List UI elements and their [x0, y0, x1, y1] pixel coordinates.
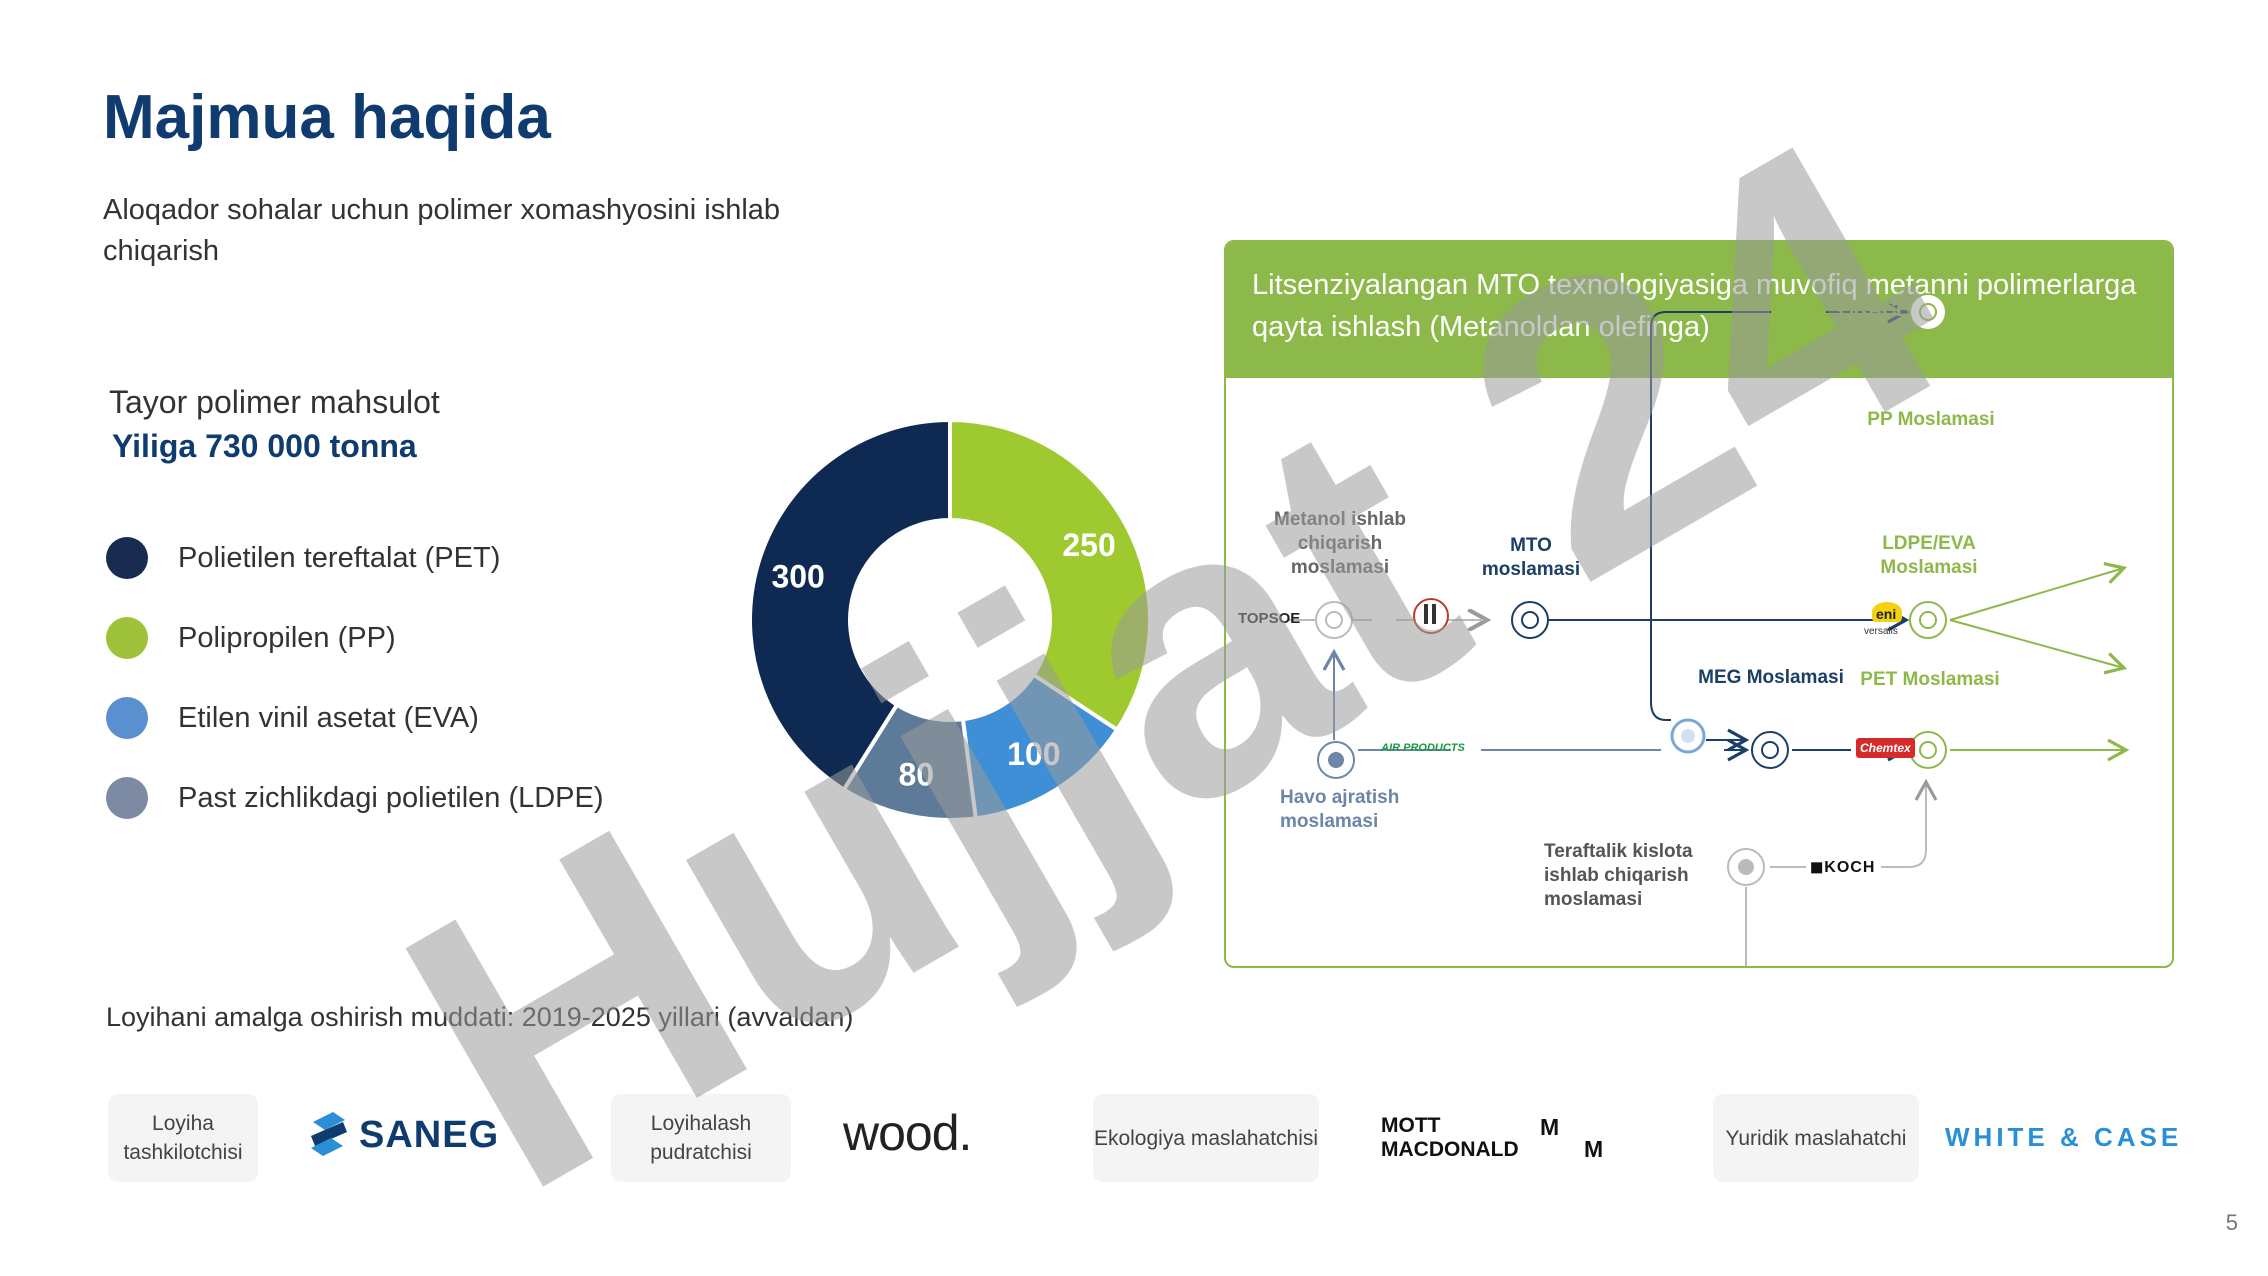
legend-dot-eva	[106, 697, 148, 739]
terephthalic-acid-unit-label: Teraftalik kislota ishlab chiqarish mosl…	[1544, 841, 1693, 910]
ldpe-eva-unit-label: LDPE/EVA Moslamasi	[1880, 533, 1978, 578]
role-box-legal-consultant: Yuridik maslahatchi	[1713, 1094, 1919, 1182]
production-label: Tayor polimer mahsulot	[109, 384, 440, 420]
saneg-logo-text: SANEG	[359, 1113, 500, 1156]
mott-macdonald-logo: MOTT MACDONALD	[1381, 1114, 1519, 1162]
mto-unit-label: MTO moslamasi	[1481, 535, 1581, 580]
role-box-organizer: Loyiha tashkilotchisi	[108, 1094, 258, 1182]
mott-macdonald-logo-line1: MOTT	[1381, 1114, 1441, 1137]
role-box-ecology-consultant: Ekologiya maslahatchisi	[1093, 1094, 1319, 1182]
donut-slice-pp	[948, 417, 1152, 733]
donut-chart: 250 100 80 300	[748, 417, 1152, 822]
meg-unit-label: MEG Moslamasi	[1698, 667, 1844, 688]
eni-logo-icon	[1872, 602, 1902, 622]
legend-label-pp: Polipropilen (PP)	[178, 621, 396, 654]
grace-logo: GRACE	[1838, 298, 1910, 321]
legend-dot-pp	[106, 617, 148, 659]
legend-item-eva: Etilen vinil asetat (EVA)	[106, 695, 479, 741]
methanol-unit-label: Metanol ishlab chiqarish moslamasi	[1274, 509, 1406, 578]
air-separation-unit-label: Havo ajratish moslamasi	[1280, 787, 1400, 832]
donut-slice-pet	[748, 417, 952, 793]
wood-logo: wood.	[843, 1105, 972, 1161]
eni-logo-text: eni	[1876, 606, 1897, 622]
legend-dot-ldpe	[106, 777, 148, 819]
saneg-logo-icon	[311, 1112, 347, 1156]
legend-item-pet: Polietilen tereftalat (PET)	[106, 535, 500, 581]
page-title: Majmua haqida	[103, 83, 551, 152]
pp-unit-label: PP Moslamasi	[1867, 409, 1995, 430]
legend-item-ldpe: Past zichlikdagi polietilen (LDPE)	[106, 775, 604, 821]
mott-macdonald-m-bottom: M	[1584, 1136, 1604, 1162]
flow-diagram-lines	[1288, 293, 2130, 966]
white-case-logo: WHITE & CASE	[1945, 1122, 2183, 1152]
page-subtitle: Aloqador sohalar uchun polimer xomashyos…	[103, 194, 781, 267]
mott-macdonald-logo-line2: MACDONALD	[1381, 1138, 1519, 1161]
chemtex-logo: Chemtex	[1856, 738, 1915, 758]
koch-logo: ◼KOCH	[1810, 857, 1875, 877]
legend-item-pp: Polipropilen (PP)	[106, 615, 396, 661]
project-timeline: Loyihani amalga oshirish muddati: 2019-2…	[106, 1002, 854, 1032]
legend-label-eva: Etilen vinil asetat (EVA)	[178, 701, 479, 734]
saneg-logo: SANEG	[305, 1110, 499, 1160]
donut-label-pp: 250	[1062, 527, 1115, 563]
air-products-logo: AIR PRODUCTS	[1381, 742, 1465, 754]
panel-header: Litsenziyalangan MTO texnologiyasiga muv…	[1226, 242, 2172, 378]
role-box-design-contractor: Loyihalash pudratchisi	[611, 1094, 791, 1182]
pet-unit-label: PET Moslamasi	[1860, 669, 2000, 690]
page-number: 5	[2225, 1210, 2238, 1235]
donut-label-pet: 300	[771, 558, 824, 594]
koch-logo-mark: ◼	[1810, 859, 1825, 876]
mott-macdonald-m-top: M	[1540, 1114, 1560, 1140]
versalis-logo-text: versalis	[1864, 626, 1898, 637]
process-flow-panel: Litsenziyalangan MTO texnologiyasiga muv…	[1224, 240, 2174, 968]
topsoe-logo: TOPSOE	[1238, 610, 1301, 627]
legend-label-ldpe: Past zichlikdagi polietilen (LDPE)	[178, 781, 604, 814]
legend-dot-pet	[106, 537, 148, 579]
panel-title: Litsenziyalangan MTO texnologiyasiga muv…	[1252, 269, 2137, 343]
production-value: Yiliga 730 000 tonna	[112, 428, 417, 464]
donut-label-ldpe: 80	[898, 756, 934, 792]
donut-label-eva: 100	[1007, 736, 1060, 772]
koch-logo-text: KOCH	[1824, 859, 1876, 876]
legend-label-pet: Polietilen tereftalat (PET)	[178, 541, 501, 574]
